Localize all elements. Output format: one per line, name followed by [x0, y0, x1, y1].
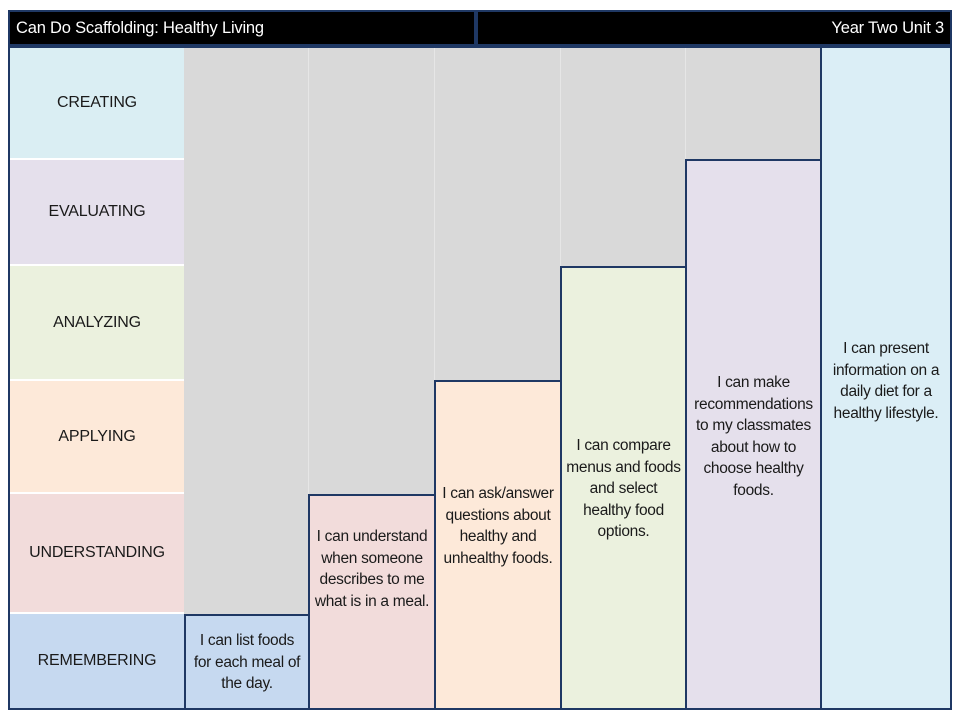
- level-understanding: UNDERSTANDING: [10, 494, 184, 614]
- step-evaluating: I can make recommendations to my classma…: [685, 159, 822, 710]
- level-remembering: REMEMBERING: [10, 614, 184, 708]
- level-applying: APPLYING: [10, 381, 184, 494]
- grid-divider: [434, 48, 435, 382]
- empty-region: [308, 48, 434, 496]
- step-understanding: I can understand when someone describes …: [308, 494, 436, 710]
- statement-remembering: I can list foods for each meal of the da…: [193, 632, 301, 692]
- level-creating: CREATING: [10, 48, 184, 160]
- grid-divider: [560, 48, 561, 268]
- empty-region: [184, 48, 308, 616]
- header-unit-bar: Year Two Unit 3: [476, 10, 952, 46]
- statement-creating: I can present information on a daily die…: [832, 340, 940, 422]
- level-evaluating: EVALUATING: [10, 160, 184, 266]
- empty-region: [434, 48, 560, 382]
- empty-region: [560, 48, 685, 268]
- step-applying: I can ask/answer questions about healthy…: [434, 380, 562, 710]
- unit-label: Year Two Unit 3: [831, 18, 944, 37]
- level-analyzing: ANALYZING: [10, 266, 184, 381]
- grid-divider: [685, 48, 686, 161]
- statement-analyzing: I can compare menus and foods and select…: [566, 437, 681, 540]
- page-title: Can Do Scaffolding: Healthy Living: [16, 18, 264, 37]
- statement-evaluating: I can make recommendations to my classma…: [694, 374, 813, 499]
- statement-understanding: I can understand when someone describes …: [314, 528, 430, 610]
- grid-divider: [308, 48, 309, 496]
- empty-region: [685, 48, 821, 161]
- step-creating: I can present information on a daily die…: [820, 46, 952, 710]
- step-analyzing: I can compare menus and foods and select…: [560, 266, 687, 710]
- statement-applying: I can ask/answer questions about healthy…: [442, 485, 554, 567]
- step-remembering: I can list foods for each meal of the da…: [184, 614, 310, 710]
- header-title-bar: Can Do Scaffolding: Healthy Living: [8, 10, 476, 46]
